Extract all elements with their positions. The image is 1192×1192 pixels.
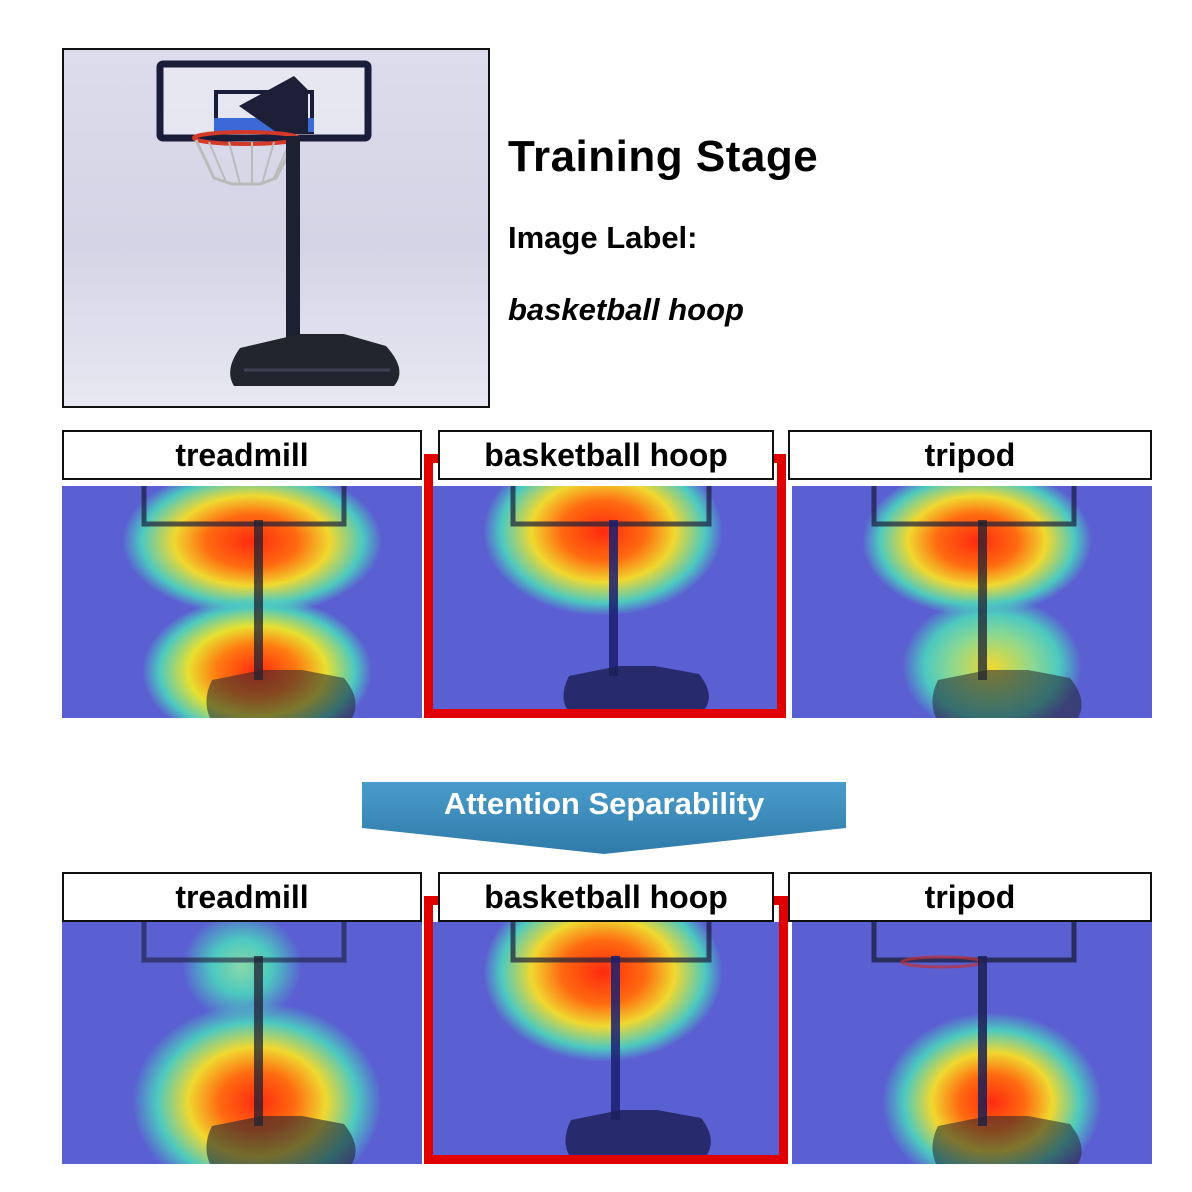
image-label-heading: Image Label: (508, 220, 698, 255)
original-image (62, 48, 490, 408)
down-arrow-banner (362, 782, 846, 854)
panel-label: treadmill (62, 872, 422, 922)
panel-label: basketball hoop (438, 872, 774, 922)
page-title: Training Stage (508, 132, 819, 181)
panel-label: tripod (788, 430, 1152, 480)
arrow-label: Attention Separability (443, 786, 765, 821)
panel-label: treadmill (62, 430, 422, 480)
heatmap-panel-treadmill-before (62, 486, 422, 718)
heatmap-panel-basketball-hoop-before (433, 486, 777, 709)
heatmap-panel-treadmill-after (62, 922, 422, 1164)
heatmap-panel-tripod-before (792, 486, 1152, 718)
heatmap-panel-basketball-hoop-after (433, 922, 779, 1155)
heatmap-panel-tripod-after (792, 922, 1152, 1164)
panel-label: basketball hoop (438, 430, 774, 480)
image-label-value: basketball hoop (508, 292, 744, 327)
basketball-hoop-photo (156, 60, 400, 386)
panel-label: tripod (788, 872, 1152, 922)
